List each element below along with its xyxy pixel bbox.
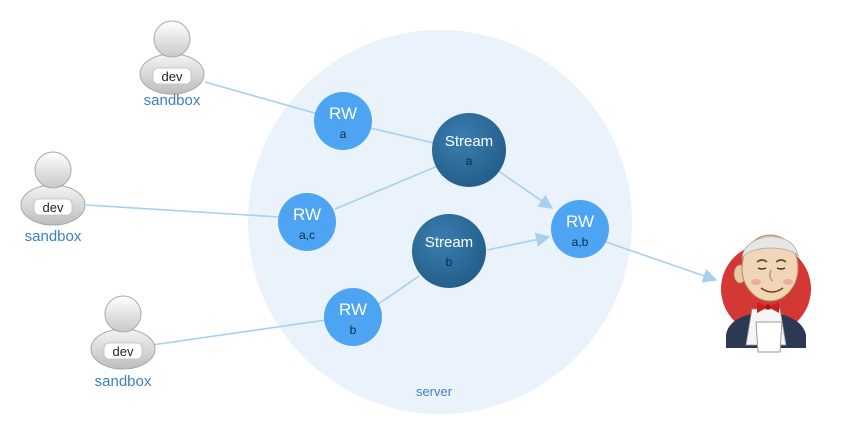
node-title: RW bbox=[329, 104, 357, 123]
node-sub: a,c bbox=[299, 228, 315, 242]
edge-user3-rwb bbox=[151, 319, 327, 346]
rw-node-ab: RW a,b bbox=[551, 200, 609, 258]
edge-rwb-streamb bbox=[376, 275, 420, 306]
node-title: RW bbox=[566, 212, 594, 231]
node-sub: b bbox=[446, 255, 453, 269]
node-title: RW bbox=[293, 205, 321, 224]
user-caption: sandbox bbox=[25, 228, 82, 245]
node-title: Stream bbox=[425, 234, 473, 251]
user-avatar-icon bbox=[20, 151, 86, 226]
edge-rwab-jenkins bbox=[605, 241, 718, 283]
user-badge: dev bbox=[43, 200, 64, 215]
user-badge: dev bbox=[113, 344, 134, 359]
node-sub: a bbox=[340, 127, 347, 141]
node-sub: a,b bbox=[572, 235, 589, 249]
node-sub: a bbox=[466, 154, 473, 168]
rw-node-b: RW b bbox=[324, 288, 382, 346]
node-sub: b bbox=[350, 323, 357, 337]
jenkins-butler-icon bbox=[721, 234, 811, 353]
user-avatar-icon bbox=[90, 295, 156, 370]
rw-node-a: RW a bbox=[314, 92, 372, 150]
user-caption: sandbox bbox=[144, 92, 201, 109]
edge-streamb-rwab bbox=[486, 232, 551, 251]
node-title: Stream bbox=[445, 133, 493, 150]
user-avatar-icon bbox=[139, 20, 205, 95]
stream-node-a: Stream a bbox=[432, 113, 506, 187]
user-sandbox-1: dev sandbox bbox=[139, 20, 205, 109]
edge-rwa-streama bbox=[369, 127, 435, 144]
user-badge: dev bbox=[162, 69, 183, 84]
node-title: RW bbox=[339, 300, 367, 319]
stream-node-b: Stream b bbox=[412, 214, 486, 288]
edge-user2-rwac bbox=[85, 204, 280, 218]
server-label: server bbox=[416, 384, 453, 399]
user-caption: sandbox bbox=[95, 373, 152, 390]
edge-streama-rwab bbox=[496, 169, 554, 209]
user-sandbox-3: dev sandbox bbox=[90, 295, 156, 390]
edge-user1-rwa bbox=[204, 81, 319, 115]
rw-node-ac: RW a,c bbox=[278, 193, 336, 251]
connections bbox=[85, 81, 718, 346]
edge-rwac-streama bbox=[334, 164, 441, 210]
user-sandbox-2: dev sandbox bbox=[20, 151, 86, 245]
